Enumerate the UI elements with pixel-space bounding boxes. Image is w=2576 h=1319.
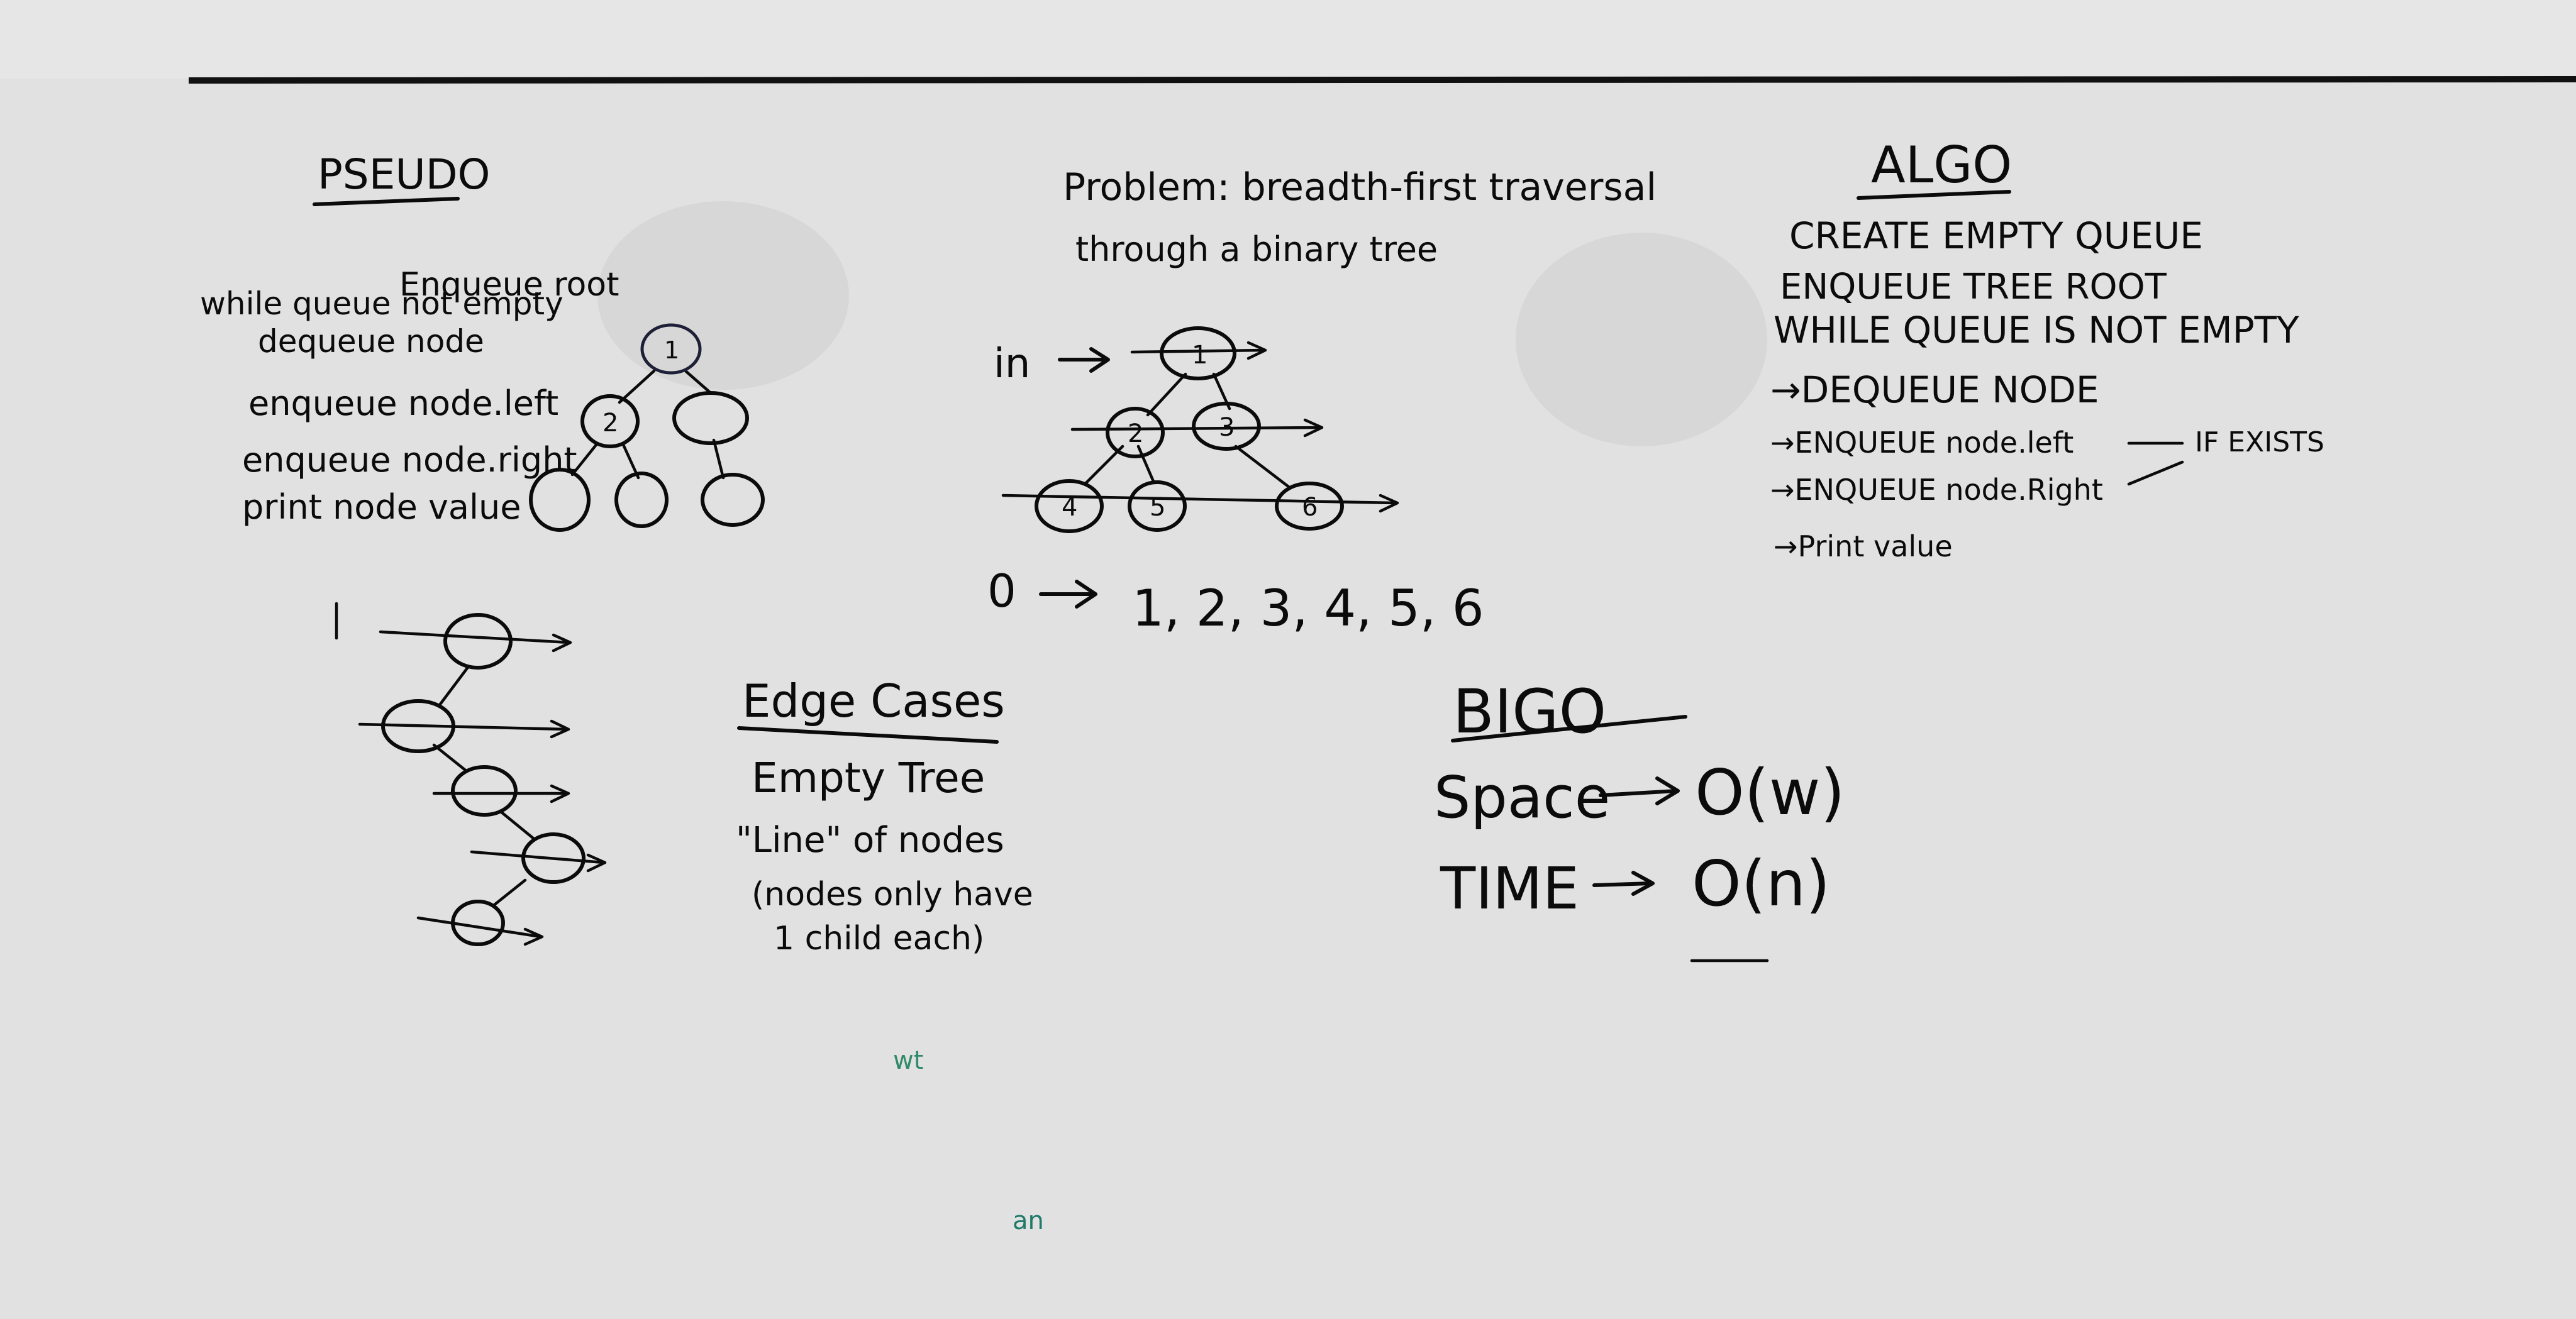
smudge (1516, 233, 1767, 446)
pseudo-line: dequeue node (258, 323, 484, 360)
pseudo-line: enqueue node.left (248, 384, 558, 423)
edge-cases-heading: Edge Cases (742, 675, 1005, 727)
algo-bracket (2127, 460, 2184, 486)
algo-line: WHILE QUEUE IS NOT EMPTY (1774, 309, 2299, 351)
problem-tree-diagram: in 1 2 3 4 5 6 (994, 326, 1399, 533)
algo-note: IF EXISTS (2195, 426, 2324, 458)
tree-node (1106, 407, 1165, 458)
space-complexity: O(w) (1695, 756, 1845, 829)
problem-line: Problem: breadth-first traversal (1063, 165, 1657, 209)
traversal-output: 0 1, 2, 3, 4, 5, 6 (987, 565, 1484, 637)
pseudo-tree-diagram: 1 2 (529, 323, 765, 532)
whiteboard-tray-line (188, 76, 2576, 84)
algo-line: →ENQUEUE node.left (1770, 426, 2074, 460)
pseudo-line: print node value (242, 487, 521, 527)
tree-node (614, 472, 669, 528)
output-prefix: 0 (987, 565, 1016, 617)
stray-mark: an (1013, 1206, 1044, 1235)
algo-line: →DEQUEUE NODE (1770, 368, 2099, 411)
tree-node (1035, 479, 1104, 533)
smudge (597, 201, 849, 390)
algo-line: CREATE EMPTY QUEUE (1789, 214, 2203, 257)
pseudo-line: enqueue node.right (242, 440, 577, 480)
tree-node-label: 2 (602, 409, 618, 438)
line-tree-diagram (358, 613, 607, 946)
edge-case-item: "Line" of nodes (736, 820, 1004, 861)
algo-heading-underline (1857, 190, 2011, 200)
tree-node-label: 1 (1192, 341, 1208, 370)
time-label: TIME (1440, 855, 1579, 922)
pseudo-heading-underline (313, 197, 460, 206)
problem-line: through a binary tree (1075, 229, 1438, 269)
input-label: in (994, 341, 1030, 387)
pseudo-heading: PSEUDO (318, 150, 490, 199)
algo-line: →Print value (1774, 529, 1953, 563)
tree-node (580, 394, 640, 448)
tree-node-label: 4 (1062, 493, 1077, 522)
output-sequence: 1, 2, 3, 4, 5, 6 (1132, 579, 1484, 637)
algo-line: ENQUEUE TREE ROOT (1780, 267, 2167, 307)
bigo-heading: BIGO (1453, 676, 1606, 747)
edge-cases-underline (737, 726, 999, 744)
edge-case-item: Empty Tree (752, 754, 985, 802)
edge-case-item: (nodes only have (752, 876, 1033, 913)
edge-case-item: 1 child each) (774, 920, 984, 958)
tree-node-label: 3 (1219, 413, 1235, 442)
algo-heading: ALGO (1871, 136, 2012, 194)
bigo-underline (1451, 715, 1687, 742)
pseudo-line: while queue not empty (200, 285, 564, 322)
tree-node (529, 468, 591, 532)
tree-node-label: 6 (1302, 493, 1318, 522)
tree-node (672, 391, 749, 445)
space-label: Space (1434, 764, 1610, 831)
whiteboard-top-edge (0, 0, 2576, 79)
tree-node-label: 1 (664, 336, 679, 364)
stray-mark: wt (893, 1046, 923, 1075)
tree-node-label: 5 (1150, 493, 1165, 522)
tree-node-label: 2 (1128, 419, 1143, 448)
tree-node (1160, 326, 1236, 380)
tree-node (640, 323, 702, 375)
tree-node (1128, 480, 1187, 532)
tree-node (1192, 402, 1261, 451)
time-complexity: O(n) (1692, 847, 1830, 920)
pseudo-line: Enqueue root (399, 266, 619, 304)
algo-line: →ENQUEUE node.Right (1770, 473, 2103, 507)
tree-node (701, 473, 765, 527)
tree-node (1275, 482, 1344, 531)
